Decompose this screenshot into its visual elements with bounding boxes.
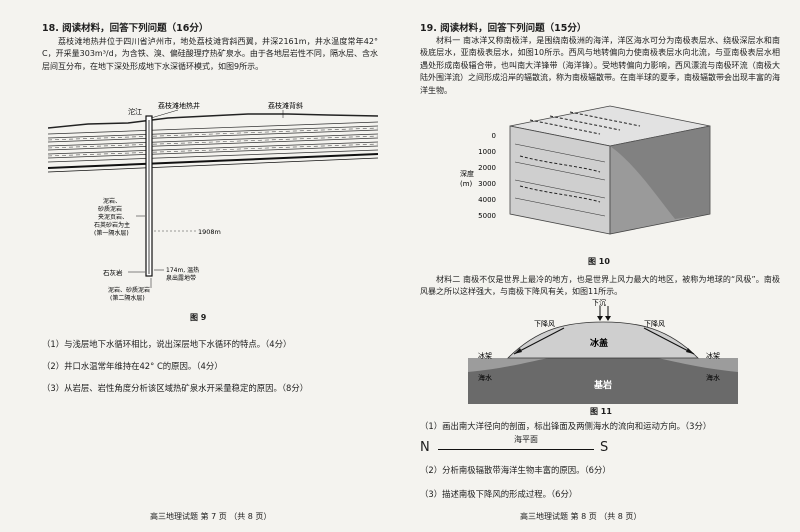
svg-text:石英砂岩为主: 石英砂岩为主: [94, 221, 130, 229]
label-sea-right: 海水: [706, 373, 720, 382]
tick-0: 0: [492, 132, 496, 140]
sea-level-label: 海平面: [514, 435, 538, 444]
label-aquifer2: 泥岩、砂质泥岩: [108, 286, 150, 294]
figure-11: 下沉 下降风 下降风 冰盖 冰架 冰架 海水 海水 基岩: [468, 299, 738, 404]
label-limestone: 石灰岩: [103, 268, 123, 277]
figure-9: 沱江 荔枝滩地热井 荔枝滩背斜 泥岩、 砂质泥岩 夹泥页岩、 石英砂岩为主 (第…: [48, 101, 378, 302]
tick-5000: 5000: [478, 212, 496, 220]
q19-question-2: （2）分析南极辐散带海洋生物丰富的原因。（6分）: [420, 465, 611, 475]
bedrock: [468, 351, 738, 404]
south-label: S: [600, 440, 609, 455]
label-shelf-left: 冰架: [478, 351, 492, 360]
left-page: 18. 阅读材料，回答下列问题（16分） 荔枝滩地热井位于四川省泸州市，地处荔枝…: [42, 23, 378, 521]
depth-axis-label: 深度: [460, 169, 474, 178]
label-katabatic-left: 下降风: [534, 319, 555, 328]
north-label: N: [420, 440, 430, 455]
q18-question-2: （2）井口水温常年维持在42° C的原因。（4分）: [42, 361, 223, 371]
strata-lines: [48, 121, 378, 163]
figure-10: 0 1000 2000 3000 4000 5000 深度 (m): [460, 105, 711, 235]
svg-text:(第二隔水层): (第二隔水层): [110, 294, 145, 302]
tick-1000: 1000: [478, 148, 496, 156]
q18-material: 荔枝滩地热井位于四川省泸州市，地处荔枝滩背斜西翼，井深2161m，井水温度常年4…: [42, 37, 378, 71]
q19-question-3: （3）描述南极下降风的形成过程。（6分）: [420, 489, 578, 499]
label-well: 荔枝滩地热井: [158, 101, 200, 110]
right-page: 19. 阅读材料，回答下列问题（15分） 材料一 南冰洋又称南极洋，是围绕南极洲…: [400, 0, 800, 532]
svg-text:泉出露地带: 泉出露地带: [166, 274, 196, 282]
q18-question-1: （1）与浅层地下水循环相比，说出深层地下水循环的特点。（4分）: [42, 339, 292, 349]
label-outflow: 174m, 温热: [166, 266, 199, 274]
svg-text:夹泥页岩、: 夹泥页岩、: [98, 213, 128, 221]
aquifer-band: [48, 153, 378, 169]
label-depth: 1908m: [198, 228, 221, 236]
label-ice-cap: 冰盖: [590, 337, 608, 349]
tick-4000: 4000: [478, 196, 496, 204]
depth-axis-unit: (m): [460, 180, 473, 188]
label-sinking: 下沉: [592, 299, 606, 307]
figure-10-caption: 图 10: [588, 257, 610, 266]
label-aquifer1: 泥岩、: [103, 197, 121, 205]
figure-11-caption: 图 11: [590, 407, 612, 416]
q19-material-1: 材料一 南冰洋又称南极洋，是围绕南极洲的海洋，洋区海水可分为南极表层水、绕极深层…: [420, 36, 780, 95]
label-sea-left: 海水: [478, 373, 492, 382]
sea-level-line: [438, 449, 594, 450]
right-footer: 高三地理试题 第 8 页 （共 8 页）: [520, 512, 642, 521]
svg-text:砂质泥岩: 砂质泥岩: [98, 205, 122, 213]
terrain-surface: [48, 113, 378, 129]
figure-9-caption: 图 9: [190, 313, 207, 322]
q19-heading: 19. 阅读材料，回答下列问题（15分）: [420, 23, 587, 34]
svg-text:(第一隔水层): (第一隔水层): [94, 229, 129, 237]
label-shelf-right: 冰架: [706, 351, 720, 360]
q18-heading: 18. 阅读材料，回答下列问题（16分）: [42, 23, 209, 34]
label-river: 沱江: [128, 107, 142, 116]
q19-question-1: （1）画出南大洋径向的剖面，标出锋面及两侧海水的流向和运动方向。（3分）: [420, 421, 712, 431]
left-footer: 高三地理试题 第 7 页 （共 8 页）: [150, 512, 272, 521]
label-anticline: 荔枝滩背斜: [268, 101, 303, 110]
q18-question-3: （3）从岩层、岩性角度分析该区域热矿泉水开采量稳定的原因。（8分）: [42, 383, 309, 393]
label-katabatic-right: 下降风: [644, 319, 665, 328]
label-bedrock: 基岩: [593, 379, 612, 391]
q19-material-2: 材料二 南极不仅是世界上最冷的地方，也是世界上风力最大的地区，被称为地球的“风极…: [420, 275, 780, 297]
tick-2000: 2000: [478, 164, 496, 172]
tick-3000: 3000: [478, 180, 496, 188]
